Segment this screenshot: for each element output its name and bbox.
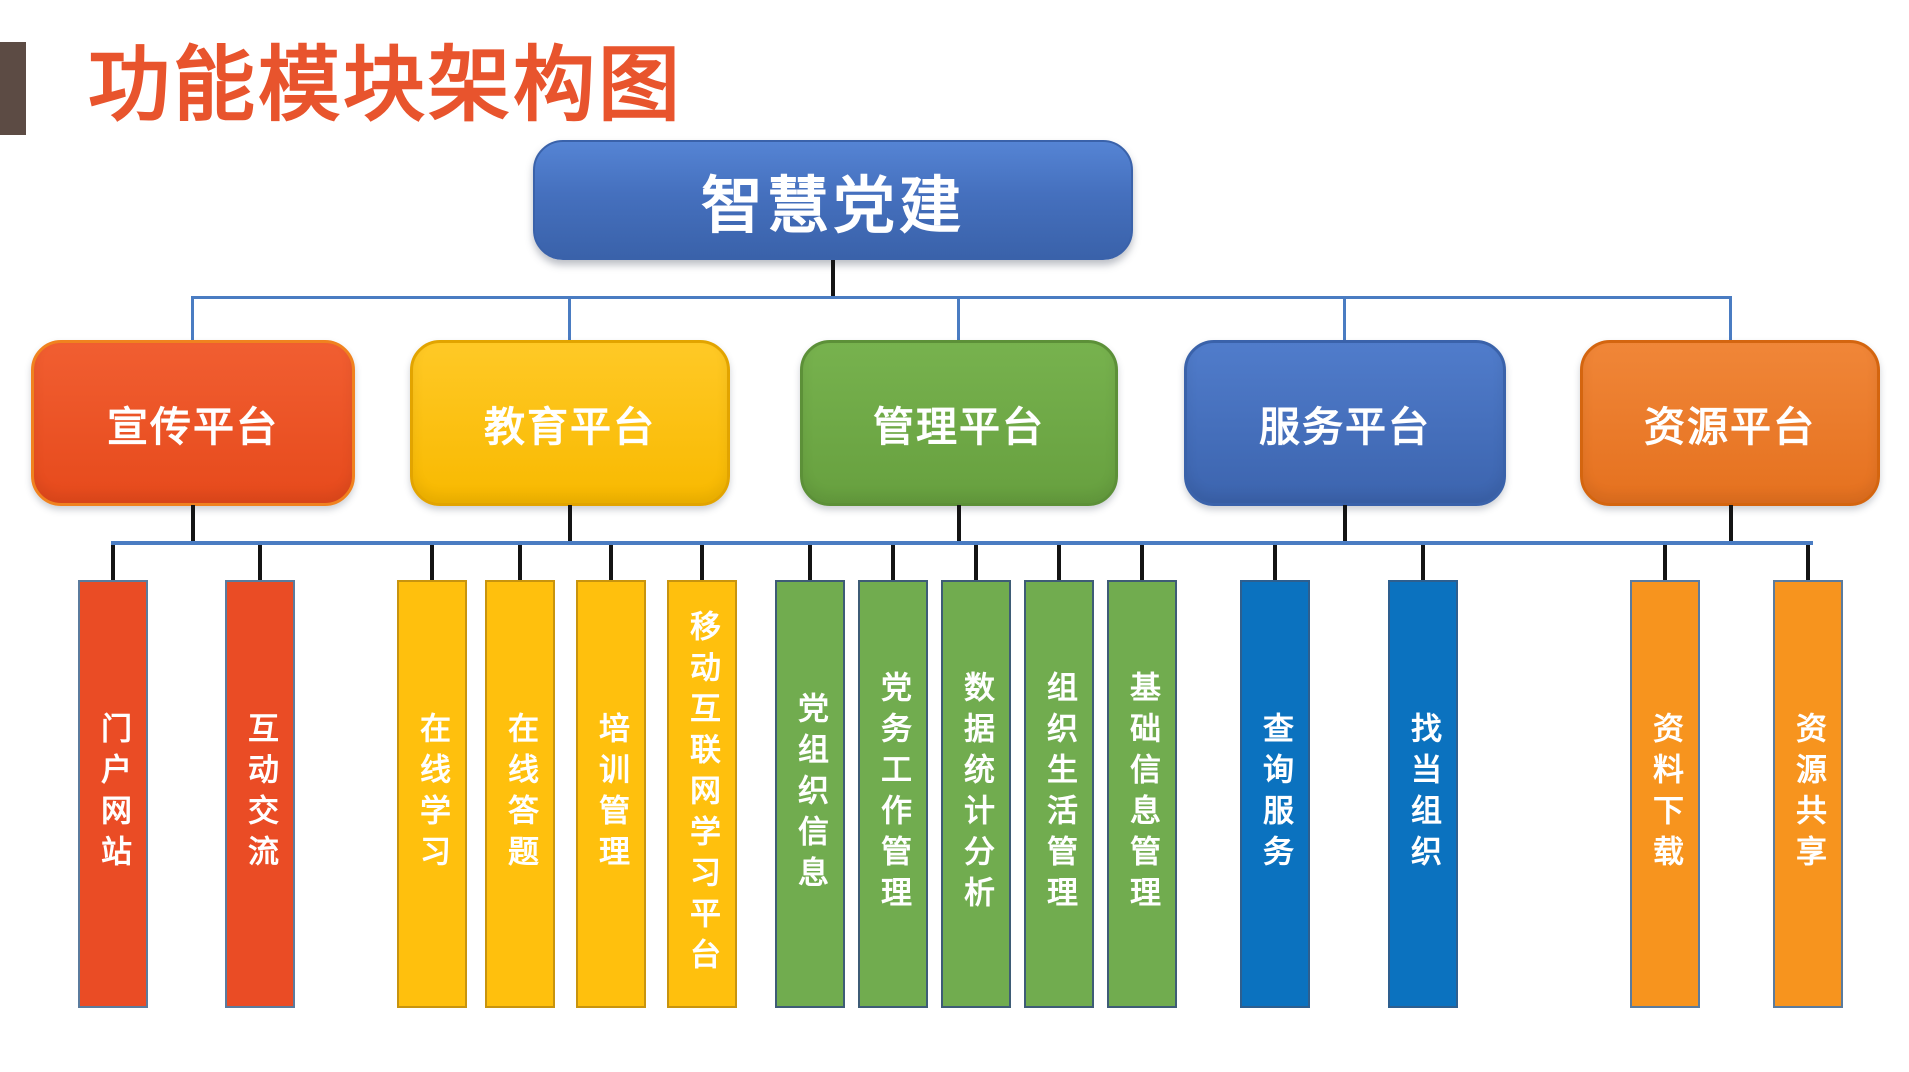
- connector-leaf-stub: [1806, 545, 1810, 580]
- leaf-node-resource-sharing: 资源共享: [1773, 580, 1843, 1008]
- leaf-node-party-org-info: 党组织信息: [775, 580, 845, 1008]
- connector-platform-stub: [191, 505, 195, 542]
- connector-leaf-stub: [808, 545, 812, 580]
- connector-leaf-stub: [700, 545, 704, 580]
- connector-leaf-stub: [891, 545, 895, 580]
- leaf-node-party-work-management: 党务工作管理: [858, 580, 928, 1008]
- connector-bottom-rail: [111, 541, 1813, 545]
- connector-leaf-stub: [1663, 545, 1667, 580]
- platform-label: 宣传平台: [107, 404, 279, 450]
- connector-leaf-stub: [974, 545, 978, 580]
- leaf-label: 查询服务: [1258, 712, 1293, 876]
- platform-label: 资源平台: [1644, 404, 1816, 450]
- leaf-label: 资源共享: [1791, 712, 1826, 876]
- connector-platform-stub: [568, 505, 572, 542]
- connector-platform-stub: [957, 505, 961, 542]
- connector-top-rail: [191, 296, 1732, 299]
- connector-leaf-stub: [1057, 545, 1061, 580]
- leaf-label: 找当组织: [1406, 712, 1441, 876]
- leaf-node-query-service: 查询服务: [1240, 580, 1310, 1008]
- leaf-node-basic-info-management: 基础信息管理: [1107, 580, 1177, 1008]
- platform-node-service: 服务平台: [1184, 340, 1506, 506]
- page-title: 功能模块架构图: [88, 40, 684, 131]
- connector-leaf-stub: [609, 545, 613, 580]
- connector-leaf-stub: [518, 545, 522, 580]
- connector-leaf-stub: [430, 545, 434, 580]
- leaf-label: 党务工作管理: [876, 671, 911, 917]
- leaf-label: 门户网站: [96, 712, 131, 876]
- root-node-label: 智慧党建: [700, 172, 965, 241]
- leaf-label: 组织生活管理: [1042, 671, 1077, 917]
- leaf-label: 在线学习: [415, 712, 450, 876]
- connector-leaf-stub: [1273, 545, 1277, 580]
- connector-drop-platform: [568, 296, 571, 340]
- leaf-node-org-life-management: 组织生活管理: [1024, 580, 1094, 1008]
- platform-node-resource: 资源平台: [1580, 340, 1880, 506]
- platform-node-education: 教育平台: [410, 340, 730, 506]
- connector-drop-platform: [191, 296, 194, 340]
- leaf-node-material-download: 资料下载: [1630, 580, 1700, 1008]
- leaf-node-data-statistics: 数据统计分析: [941, 580, 1011, 1008]
- leaf-node-training-management: 培训管理: [576, 580, 646, 1008]
- connector-drop-platform: [1343, 296, 1346, 340]
- leaf-node-find-organization: 找当组织: [1388, 580, 1458, 1008]
- platform-node-propaganda: 宣传平台: [31, 340, 355, 506]
- connector-leaf-stub: [258, 545, 262, 580]
- leaf-node-interaction: 互动交流: [225, 580, 295, 1008]
- connector-drop-platform: [1729, 296, 1732, 340]
- leaf-label: 资料下载: [1648, 712, 1683, 876]
- connector-platform-stub: [1343, 505, 1347, 542]
- connector-leaf-stub: [1140, 545, 1144, 580]
- connector-leaf-stub: [1421, 545, 1425, 580]
- leaf-label: 培训管理: [594, 712, 629, 876]
- leaf-label: 移动互联网学习平台: [685, 609, 720, 979]
- platform-label: 服务平台: [1259, 404, 1431, 450]
- platform-label: 管理平台: [873, 404, 1045, 450]
- leaf-node-online-learning: 在线学习: [397, 580, 467, 1008]
- leaf-label: 在线答题: [503, 712, 538, 876]
- root-node: 智慧党建: [533, 140, 1133, 260]
- leaf-node-portal-website: 门户网站: [78, 580, 148, 1008]
- platform-label: 教育平台: [484, 404, 656, 450]
- leaf-label: 党组织信息: [793, 691, 828, 897]
- connector-drop-platform: [957, 296, 960, 340]
- leaf-label: 基础信息管理: [1125, 671, 1160, 917]
- leaf-label: 数据统计分析: [959, 671, 994, 917]
- leaf-node-online-quiz: 在线答题: [485, 580, 555, 1008]
- connector-platform-stub: [1729, 505, 1733, 542]
- connector-leaf-stub: [111, 545, 115, 580]
- leaf-node-mobile-learning-platform: 移动互联网学习平台: [667, 580, 737, 1008]
- platform-node-management: 管理平台: [800, 340, 1118, 506]
- left-accent-bar: [0, 42, 26, 135]
- connector-root-drop: [831, 260, 835, 297]
- leaf-label: 互动交流: [243, 712, 278, 876]
